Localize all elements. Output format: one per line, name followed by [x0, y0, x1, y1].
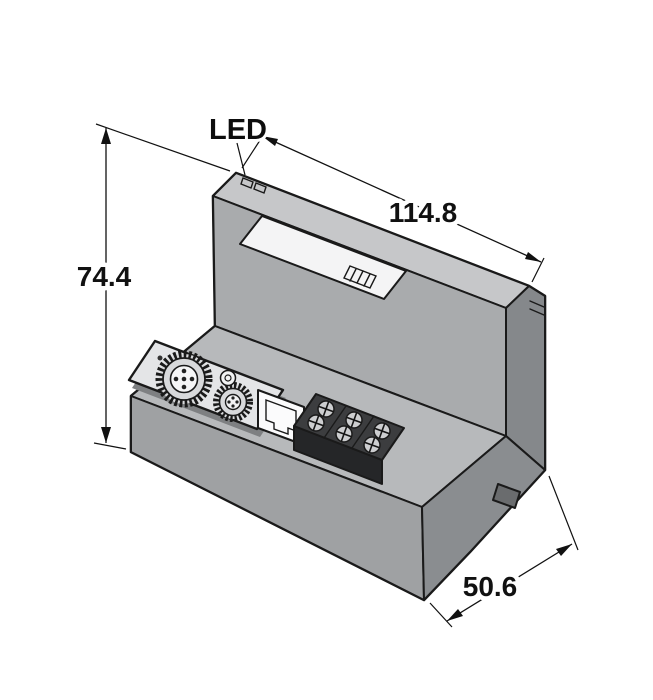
led-indicator — [240, 177, 254, 189]
terminal-screw — [373, 422, 391, 440]
extension-line — [95, 123, 231, 172]
connector-pin — [227, 400, 231, 404]
dim-depth-label: 50.6 — [463, 571, 518, 602]
rj45-socket — [265, 398, 297, 435]
terminal-screw — [317, 400, 335, 418]
connector-pin — [181, 376, 187, 382]
base-right-face — [421, 435, 546, 601]
connector-pin — [189, 376, 195, 382]
dimension-height: 74.4 — [72, 123, 231, 450]
extension-line — [429, 602, 453, 628]
extension-line — [548, 475, 579, 551]
vent-hatch — [356, 270, 364, 284]
terminal-screw — [307, 414, 325, 432]
vent-window — [343, 265, 377, 289]
led-label: LED — [209, 114, 267, 146]
m12-connector-large — [155, 350, 213, 408]
dim-height-label: 74.4 — [77, 261, 132, 292]
arrowhead — [556, 544, 572, 556]
leader-line — [236, 142, 246, 176]
extension-line — [93, 442, 127, 450]
plate-hole — [219, 369, 237, 387]
led-windows — [240, 177, 267, 194]
plate-hole-inner — [224, 374, 232, 382]
extension-line — [241, 130, 267, 169]
terminal-screw — [363, 436, 381, 454]
arrowhead — [447, 609, 463, 621]
arrowhead — [101, 427, 111, 443]
side-ridge — [529, 308, 545, 316]
terminal-screw — [345, 411, 363, 429]
din-clip — [492, 483, 521, 509]
white-panel — [239, 215, 407, 300]
arrowhead — [101, 128, 111, 144]
rj45-jack — [257, 389, 305, 446]
plate-screw-hole — [157, 355, 163, 361]
terminal-fin — [323, 405, 347, 439]
extension-line — [531, 257, 545, 283]
dimension-line — [261, 135, 542, 263]
terminal-block — [293, 393, 405, 485]
connector-pin — [173, 376, 179, 382]
side-ridge — [529, 300, 545, 308]
arrowhead — [525, 252, 541, 262]
led-callout: LED — [206, 111, 270, 176]
vent-hatch — [363, 273, 371, 287]
terminal-fin — [351, 415, 375, 449]
connector-pin — [181, 384, 187, 390]
connector-plate — [127, 339, 286, 437]
dimension-depth: 50.6 — [429, 475, 579, 628]
connector-pin — [231, 404, 235, 408]
connector-pin — [231, 396, 235, 400]
m12-connector-small — [213, 382, 253, 422]
connector-pin — [235, 400, 239, 404]
led-indicator — [253, 182, 267, 194]
vent-hatch — [349, 268, 357, 282]
connector-pin — [181, 368, 187, 374]
dim-length-label: 114.8 — [389, 197, 458, 228]
label-panel — [239, 215, 407, 300]
dimension-length: 114.8 — [241, 130, 545, 283]
arrowhead — [262, 136, 278, 146]
dimension-line — [446, 543, 573, 622]
terminal-screw — [335, 425, 353, 443]
